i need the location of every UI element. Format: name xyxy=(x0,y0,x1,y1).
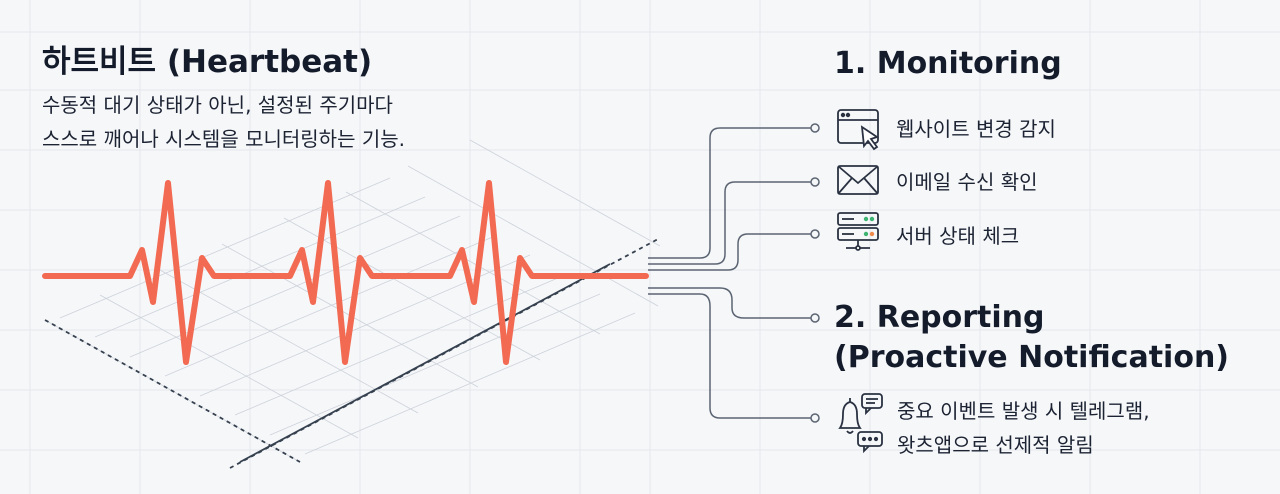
connector-lines xyxy=(648,127,812,419)
description-line: 스스로 깨어나 시스템을 모니터링하는 기능. xyxy=(42,127,405,151)
page-title: 하트비트 (Heartbeat) xyxy=(42,44,373,80)
description-line: 수동적 대기 상태가 아닌, 설정된 주기마다 xyxy=(42,93,393,117)
browser-cursor-icon xyxy=(837,109,880,151)
envelope-icon xyxy=(837,165,879,195)
monitoring-item-server: 서버 상태 체크 xyxy=(896,224,1020,248)
bell-chat-icon xyxy=(838,393,883,454)
reporting-item-line: 왓츠앱으로 선제적 알림 xyxy=(897,433,1094,457)
monitoring-heading: 1. Monitoring xyxy=(834,46,1062,81)
reporting-heading-line: (Proactive Notification) xyxy=(834,340,1230,375)
monitoring-item-email: 이메일 수신 확인 xyxy=(896,170,1038,194)
reporting-item: 중요 이벤트 발생 시 텔레그램, 왓츠앱으로 선제적 알림 xyxy=(897,394,1150,462)
server-icon xyxy=(837,212,879,251)
reporting-item-line: 중요 이벤트 발생 시 텔레그램, xyxy=(897,399,1150,423)
reporting-heading-line: 2. Reporting xyxy=(834,300,1045,335)
heartbeat-pulse-line xyxy=(42,180,649,365)
reporting-heading: 2. Reporting (Proactive Notification) xyxy=(834,298,1229,378)
connector-endpoints xyxy=(810,123,820,423)
page-description: 수동적 대기 상태가 아닌, 설정된 주기마다 스스로 깨어나 시스템을 모니터… xyxy=(42,88,405,156)
monitoring-item-website: 웹사이트 변경 감지 xyxy=(896,117,1056,141)
plane-edges xyxy=(44,237,661,469)
